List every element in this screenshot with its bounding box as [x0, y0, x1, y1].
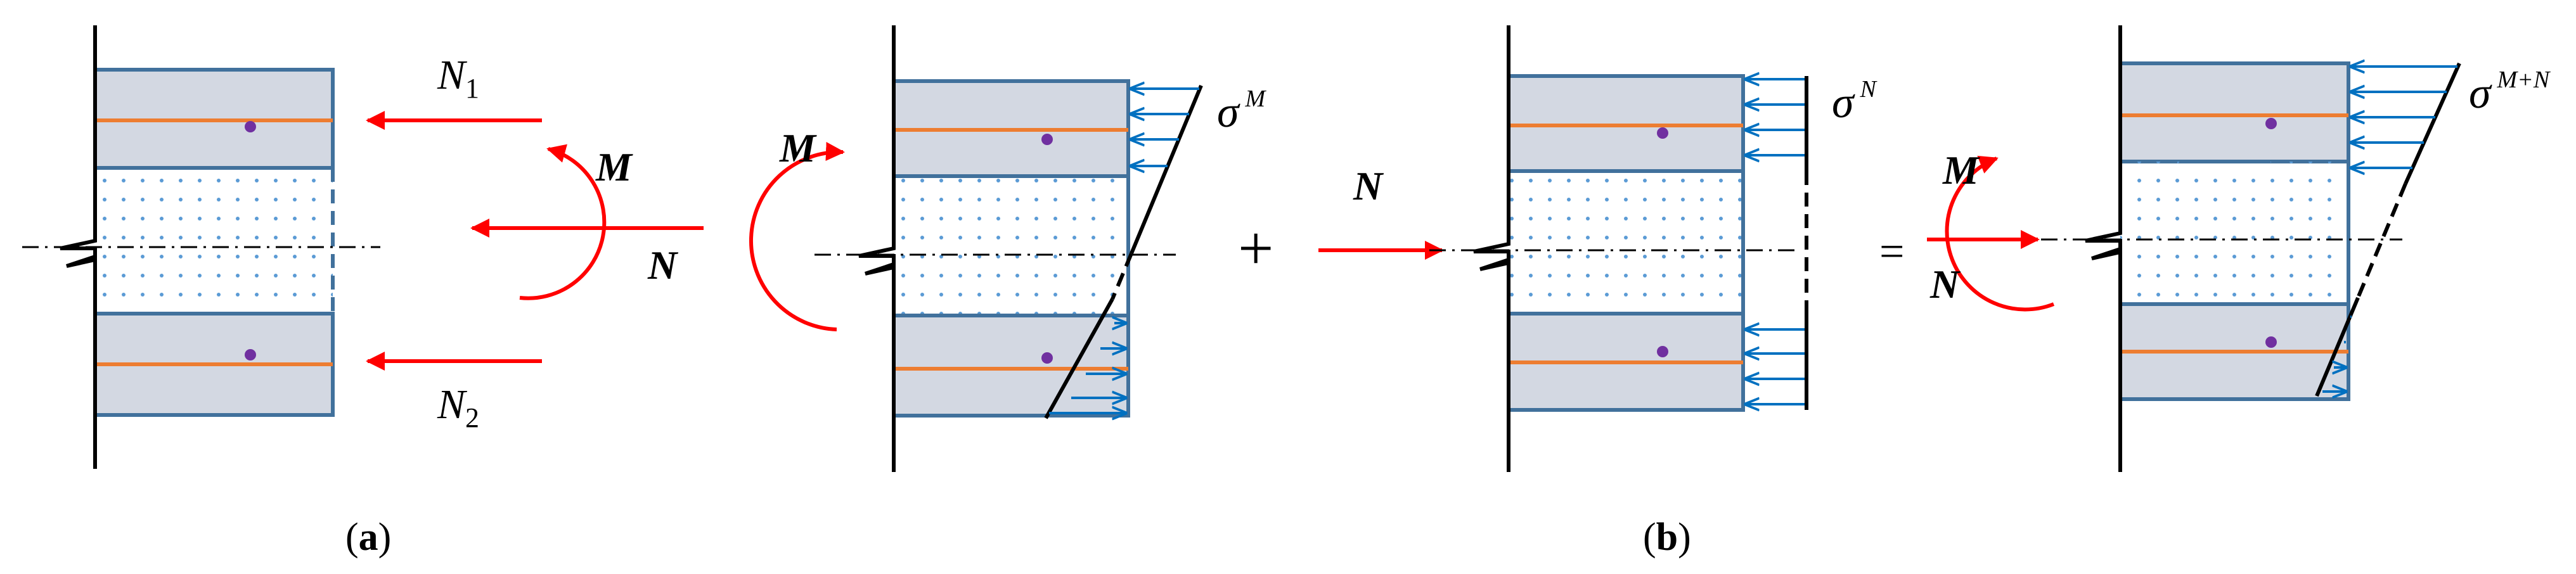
- section-b1: [815, 25, 1176, 472]
- moment-label-b: M: [779, 125, 817, 170]
- combined-moment-label: M: [1942, 148, 1980, 193]
- bottom-rebar-centroid: [245, 349, 256, 360]
- plus-sign: +: [1238, 213, 1273, 283]
- web-region: [95, 168, 333, 314]
- force-n2-label: N2: [437, 381, 479, 433]
- stress-profile-top: [1130, 84, 1203, 255]
- equals-sign: =: [1879, 227, 1904, 276]
- moment-label: M: [595, 144, 633, 189]
- caption-a: (a): [345, 516, 391, 559]
- top-rebar-centroid: [1657, 127, 1668, 139]
- stress-diagram-n: [1746, 76, 1808, 410]
- force-n1-label: N1: [437, 52, 479, 104]
- stress-diagram-mn: [2315, 62, 2461, 397]
- caption-b: (b): [1643, 516, 1691, 559]
- combined-axial-label: N: [1929, 262, 1961, 307]
- bottom-rebar-centroid: [1041, 352, 1053, 364]
- section-a: [22, 25, 380, 469]
- web-region: [894, 176, 1128, 316]
- wall-break-line: [1473, 25, 1510, 472]
- section-b3: [2041, 25, 2402, 472]
- web-region: [1509, 171, 1743, 314]
- stress-profile-bottom: [1044, 298, 1114, 419]
- bottom-rebar-centroid: [2265, 336, 2277, 348]
- web-region: [2120, 162, 2348, 304]
- stress-profile-mid: [2356, 182, 2407, 299]
- combined-moment-arrow: [1945, 155, 2055, 312]
- section-b2: [1429, 25, 1800, 472]
- wall-break-line: [60, 25, 97, 469]
- bottom-rebar-centroid: [1657, 346, 1668, 357]
- stress-profile-top: [2404, 62, 2461, 185]
- panel-a: N1 N2 M N (a): [22, 25, 704, 559]
- panel-b-combined: M N: [1927, 25, 2551, 472]
- top-rebar-centroid: [1041, 134, 1053, 145]
- wall-break-line: [2085, 25, 2122, 472]
- moment-arrow: [519, 144, 607, 300]
- wall-break-line: [858, 25, 896, 472]
- stress-profile-bottom: [2315, 297, 2360, 397]
- moment-arrow-b: [749, 142, 845, 331]
- stress-diagram-m: [1044, 84, 1203, 419]
- top-flange: [2118, 61, 2350, 163]
- top-rebar-centroid: [2265, 118, 2277, 129]
- stress-profile-mid: [1111, 252, 1133, 300]
- top-rebar-centroid: [245, 121, 256, 132]
- axial-label: N: [647, 243, 679, 288]
- axial-label-b: N: [1353, 163, 1384, 208]
